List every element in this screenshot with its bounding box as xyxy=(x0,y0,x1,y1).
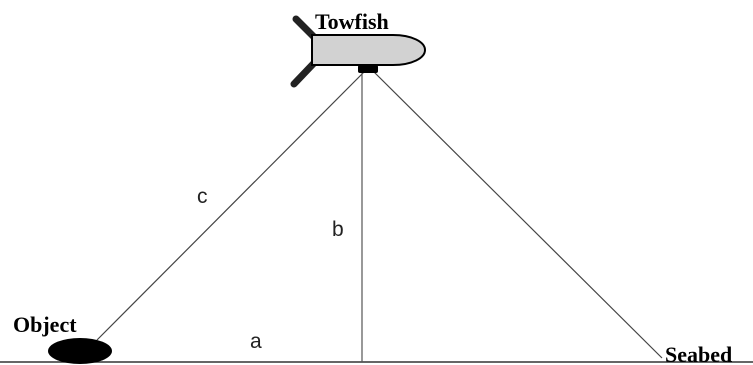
towfish-label: Towfish xyxy=(315,9,389,34)
slant-range-line-c xyxy=(96,70,366,341)
side-a-label: a xyxy=(250,330,262,353)
side-b-label: b xyxy=(332,218,344,241)
towfish-sensor xyxy=(358,65,378,73)
right-beam-line xyxy=(372,70,663,359)
towfish-body xyxy=(311,34,427,66)
seabed-label: Seabed xyxy=(665,342,732,365)
side-c-label: c xyxy=(197,185,208,208)
towfish-icon xyxy=(290,15,427,88)
object-label: Object xyxy=(13,312,77,337)
seabed-object xyxy=(48,338,112,364)
